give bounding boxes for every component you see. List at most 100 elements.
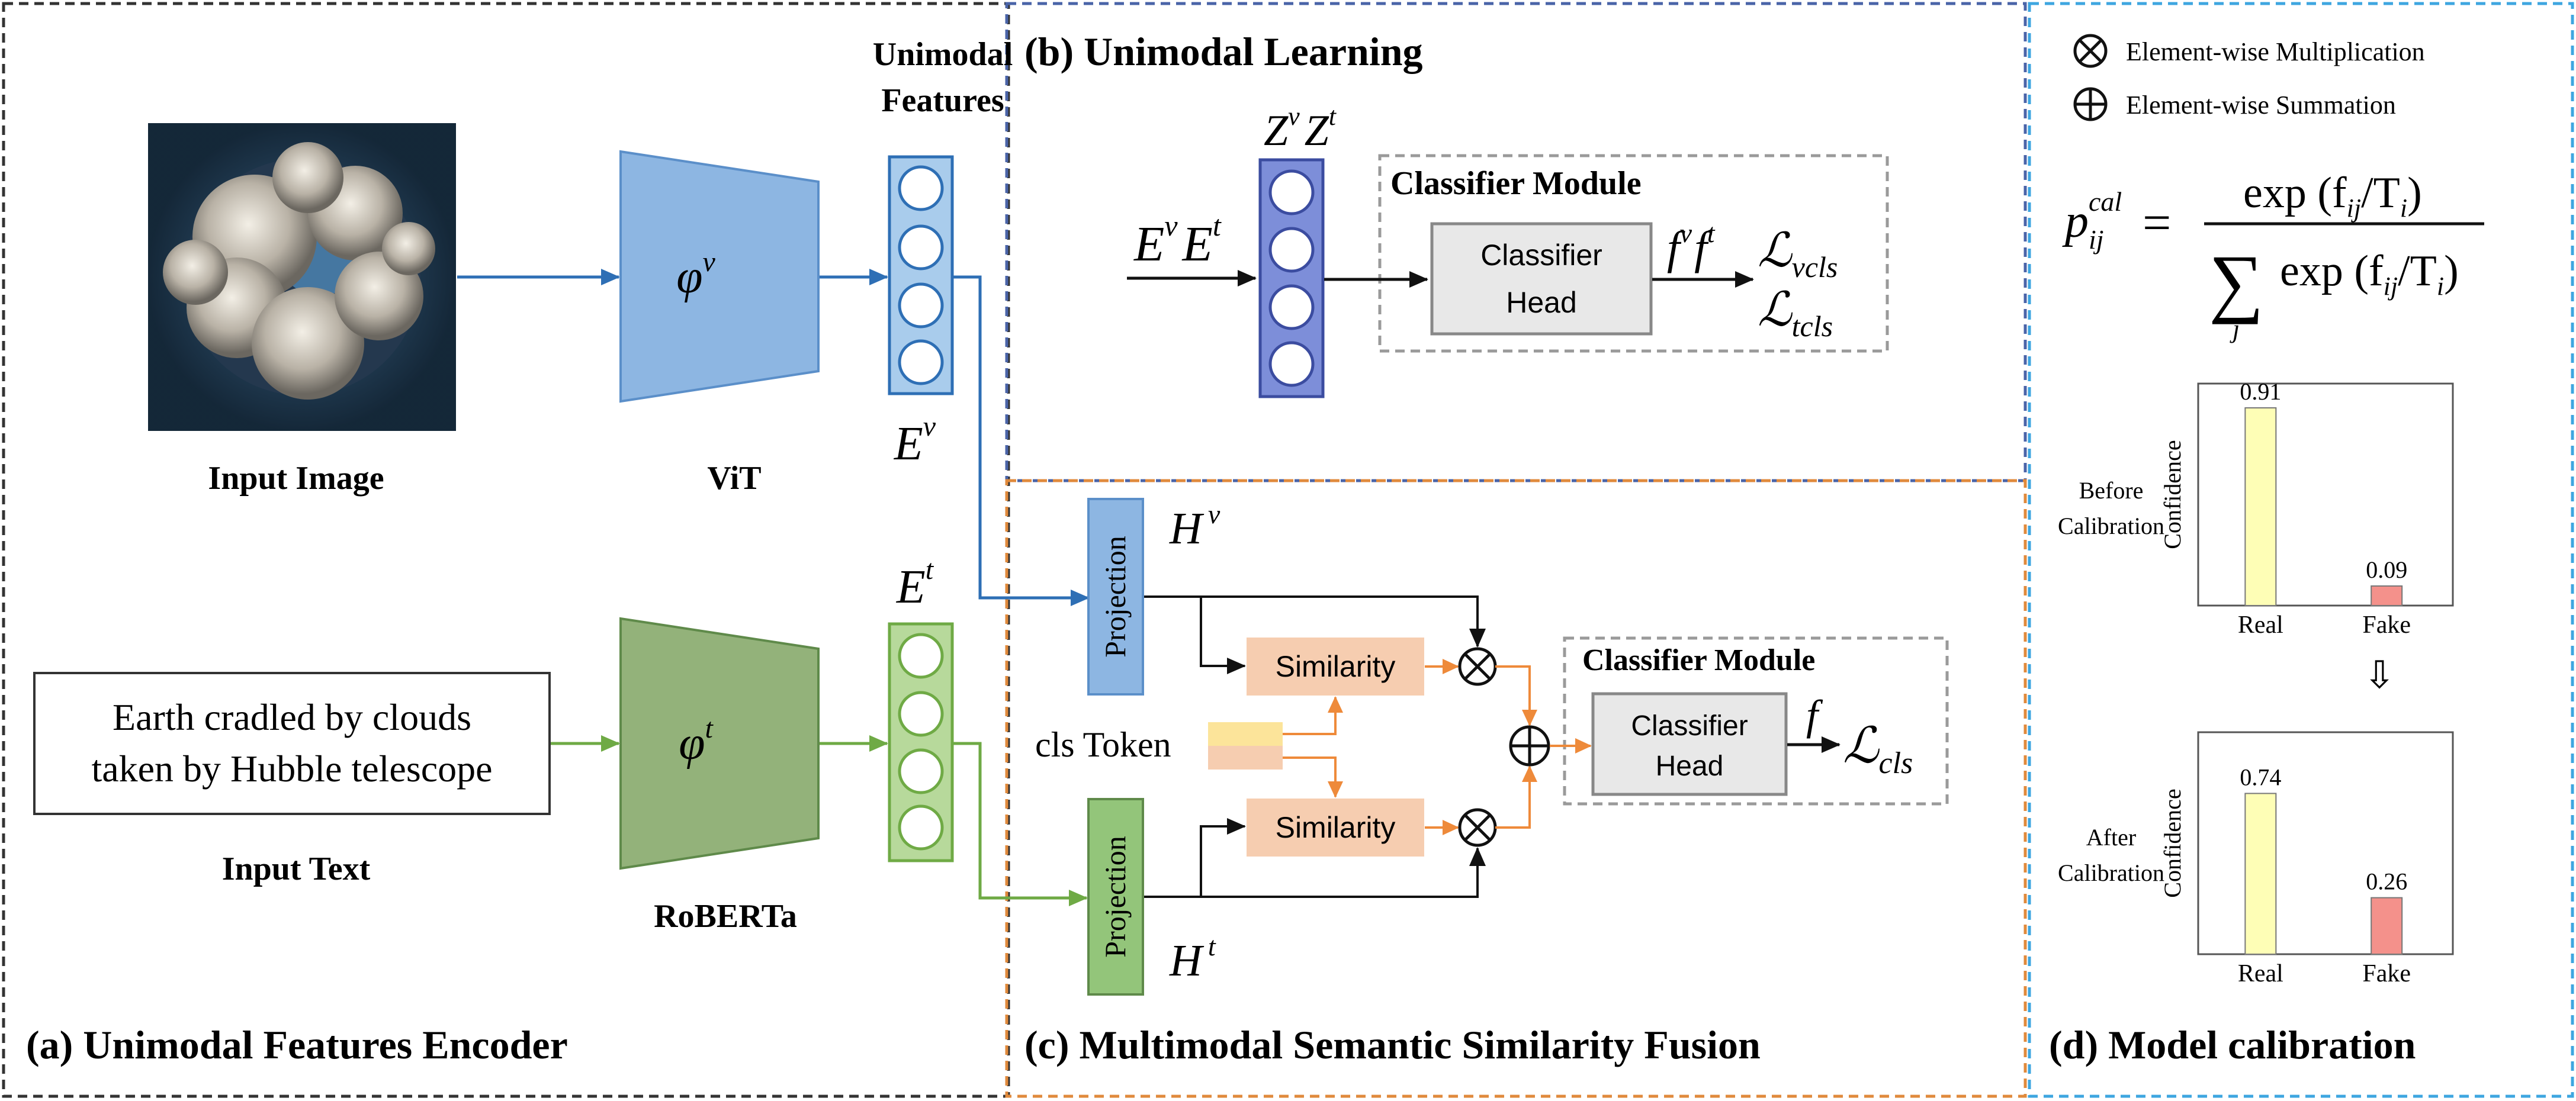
chart-value-label: 0.26 — [2366, 868, 2407, 895]
classifier-head-b-line-2: Head — [1506, 286, 1577, 319]
svg-text:∑: ∑ — [2209, 240, 2264, 325]
sum-icon — [1509, 725, 1550, 767]
cls-to-similarity-bottom — [1283, 756, 1343, 798]
chart-category-label: Real — [2238, 960, 2283, 987]
svg-text:cal: cal — [2089, 186, 2122, 217]
panel-c-border — [1005, 479, 2027, 1098]
svg-text:ij: ij — [2089, 224, 2104, 255]
hv-to-multiply-top — [1144, 595, 1486, 648]
ht-to-multiply-bottom — [1144, 847, 1486, 898]
input-text-line-1: Earth cradled by clouds — [113, 696, 471, 738]
chart-value-label: 0.09 — [2366, 556, 2407, 583]
calibration-arrow-icon: ⇩ — [2363, 653, 2395, 696]
chart-frame — [2197, 731, 2454, 955]
arrow-ev-to-projection-v — [953, 275, 1090, 606]
panel-a-title: (a) Unimodal Features Encoder — [26, 1022, 568, 1067]
unimodal-features-label-2: Features — [881, 82, 1004, 119]
vit-encoder — [619, 150, 820, 403]
legend-sum-icon — [2073, 87, 2108, 121]
et-feature-vector — [888, 622, 954, 862]
loss-cls: ℒcls — [1843, 719, 1913, 780]
svg-text:j: j — [2230, 314, 2240, 343]
chart-ylabel: Confidence — [2159, 788, 2186, 897]
classifier-module-c-label: Classifier Module — [1582, 643, 1815, 677]
roberta-phi: φt — [679, 713, 714, 770]
panel-a-border — [2, 2, 1010, 1098]
vit-phi: φv — [676, 246, 715, 303]
roberta-label: RoBERTa — [654, 898, 797, 935]
legend-multiply-label: Element-wise Multiplication — [2126, 37, 2425, 66]
cls-token-bottom — [1208, 746, 1283, 770]
calibration-formula: p cal ij = exp (fij/Ti) ∑ j exp (fij/Ti) — [2062, 169, 2484, 343]
classifier-head-c-line-1: Classifier — [1631, 710, 1748, 742]
similarity-top — [1247, 638, 1424, 696]
chart-category-label: Fake — [2362, 960, 2411, 987]
after-calibration-line-2: Calibration — [2058, 859, 2164, 886]
input-embeddings-label: EvEt — [1133, 209, 1222, 272]
input-text-line-2: taken by Hubble telescope — [91, 748, 492, 790]
projection-t — [1087, 798, 1144, 996]
ev-feature-vector — [888, 155, 954, 395]
input-image — [148, 123, 456, 431]
similarity-bottom — [1247, 799, 1424, 857]
panel-c-title: (c) Multimodal Semantic Similarity Fusio… — [1024, 1022, 1761, 1067]
cls-token-label: cls Token — [1035, 725, 1171, 764]
chart-value-label: 0.91 — [2240, 378, 2281, 405]
classifier-head-c-line-2: Head — [1656, 751, 1724, 782]
multiply-top-icon — [1458, 647, 1497, 686]
chart-bar-real — [2244, 793, 2277, 955]
ev-label: Ev — [894, 411, 936, 470]
projection-v-label: Projection — [1099, 536, 1132, 658]
svg-text:=: = — [2143, 194, 2172, 251]
input-text-label: Input Text — [222, 851, 371, 887]
before-calibration-line-1: Before — [2079, 477, 2144, 504]
multiply-bottom-icon — [1458, 808, 1497, 847]
chart-bar-fake — [2371, 585, 2403, 606]
z-feature-vector — [1258, 158, 1325, 398]
arrow-et-to-projection-t — [953, 742, 1088, 906]
classifier-module-b-label: Classifier Module — [1390, 165, 1642, 202]
multiply-bottom-to-sum — [1495, 765, 1537, 829]
loss-vcls: ℒvcls — [1758, 225, 1838, 284]
svg-text:p: p — [2062, 195, 2089, 247]
before-calibration-line-2: Calibration — [2058, 513, 2164, 539]
legend-sum-label: Element-wise Summation — [2126, 91, 2396, 120]
chart-bar-real — [2244, 407, 2277, 607]
classifier-head-c — [1591, 692, 1788, 796]
panel-d-border — [2028, 2, 2574, 1098]
classifier-module-b — [1378, 154, 1889, 353]
ht-to-similarity-bottom — [1200, 818, 1246, 897]
svg-text:exp (fij/Ti): exp (fij/Ti) — [2243, 169, 2422, 223]
chart-category-label: Fake — [2362, 611, 2411, 639]
projection-v — [1087, 498, 1144, 696]
chart-bar-fake — [2371, 897, 2403, 955]
cls-token-top — [1208, 722, 1283, 746]
loss-tcls: ℒtcls — [1758, 284, 1833, 343]
chart-category-label: Real — [2238, 611, 2283, 639]
classifier-head-b-line-1: Classifier — [1480, 239, 1602, 272]
input-text-box — [33, 672, 551, 815]
chart-frame — [2197, 382, 2454, 607]
legend-multiply-icon — [2073, 34, 2108, 68]
multiply-top-to-sum — [1495, 665, 1537, 726]
panel-b-title: (b) Unimodal Learning — [1024, 29, 1423, 74]
f-logits-b: fvft — [1667, 218, 1716, 273]
similarity-top-label: Similarity — [1276, 650, 1396, 683]
hv-to-similarity-top — [1200, 597, 1246, 674]
classifier-head-b — [1430, 222, 1653, 336]
similarity-bottom-label: Similarity — [1276, 811, 1396, 844]
projection-t-label: Projection — [1099, 836, 1132, 958]
chart-value-label: 0.74 — [2240, 764, 2281, 790]
after-calibration-line-1: After — [2086, 824, 2136, 851]
chart-ylabel: Confidence — [2159, 440, 2186, 549]
roberta-encoder — [619, 617, 820, 870]
f-logits-c: f — [1806, 691, 1823, 739]
svg-text:exp (fij/Ti): exp (fij/Ti) — [2280, 247, 2459, 301]
classifier-module-c — [1563, 636, 1949, 806]
